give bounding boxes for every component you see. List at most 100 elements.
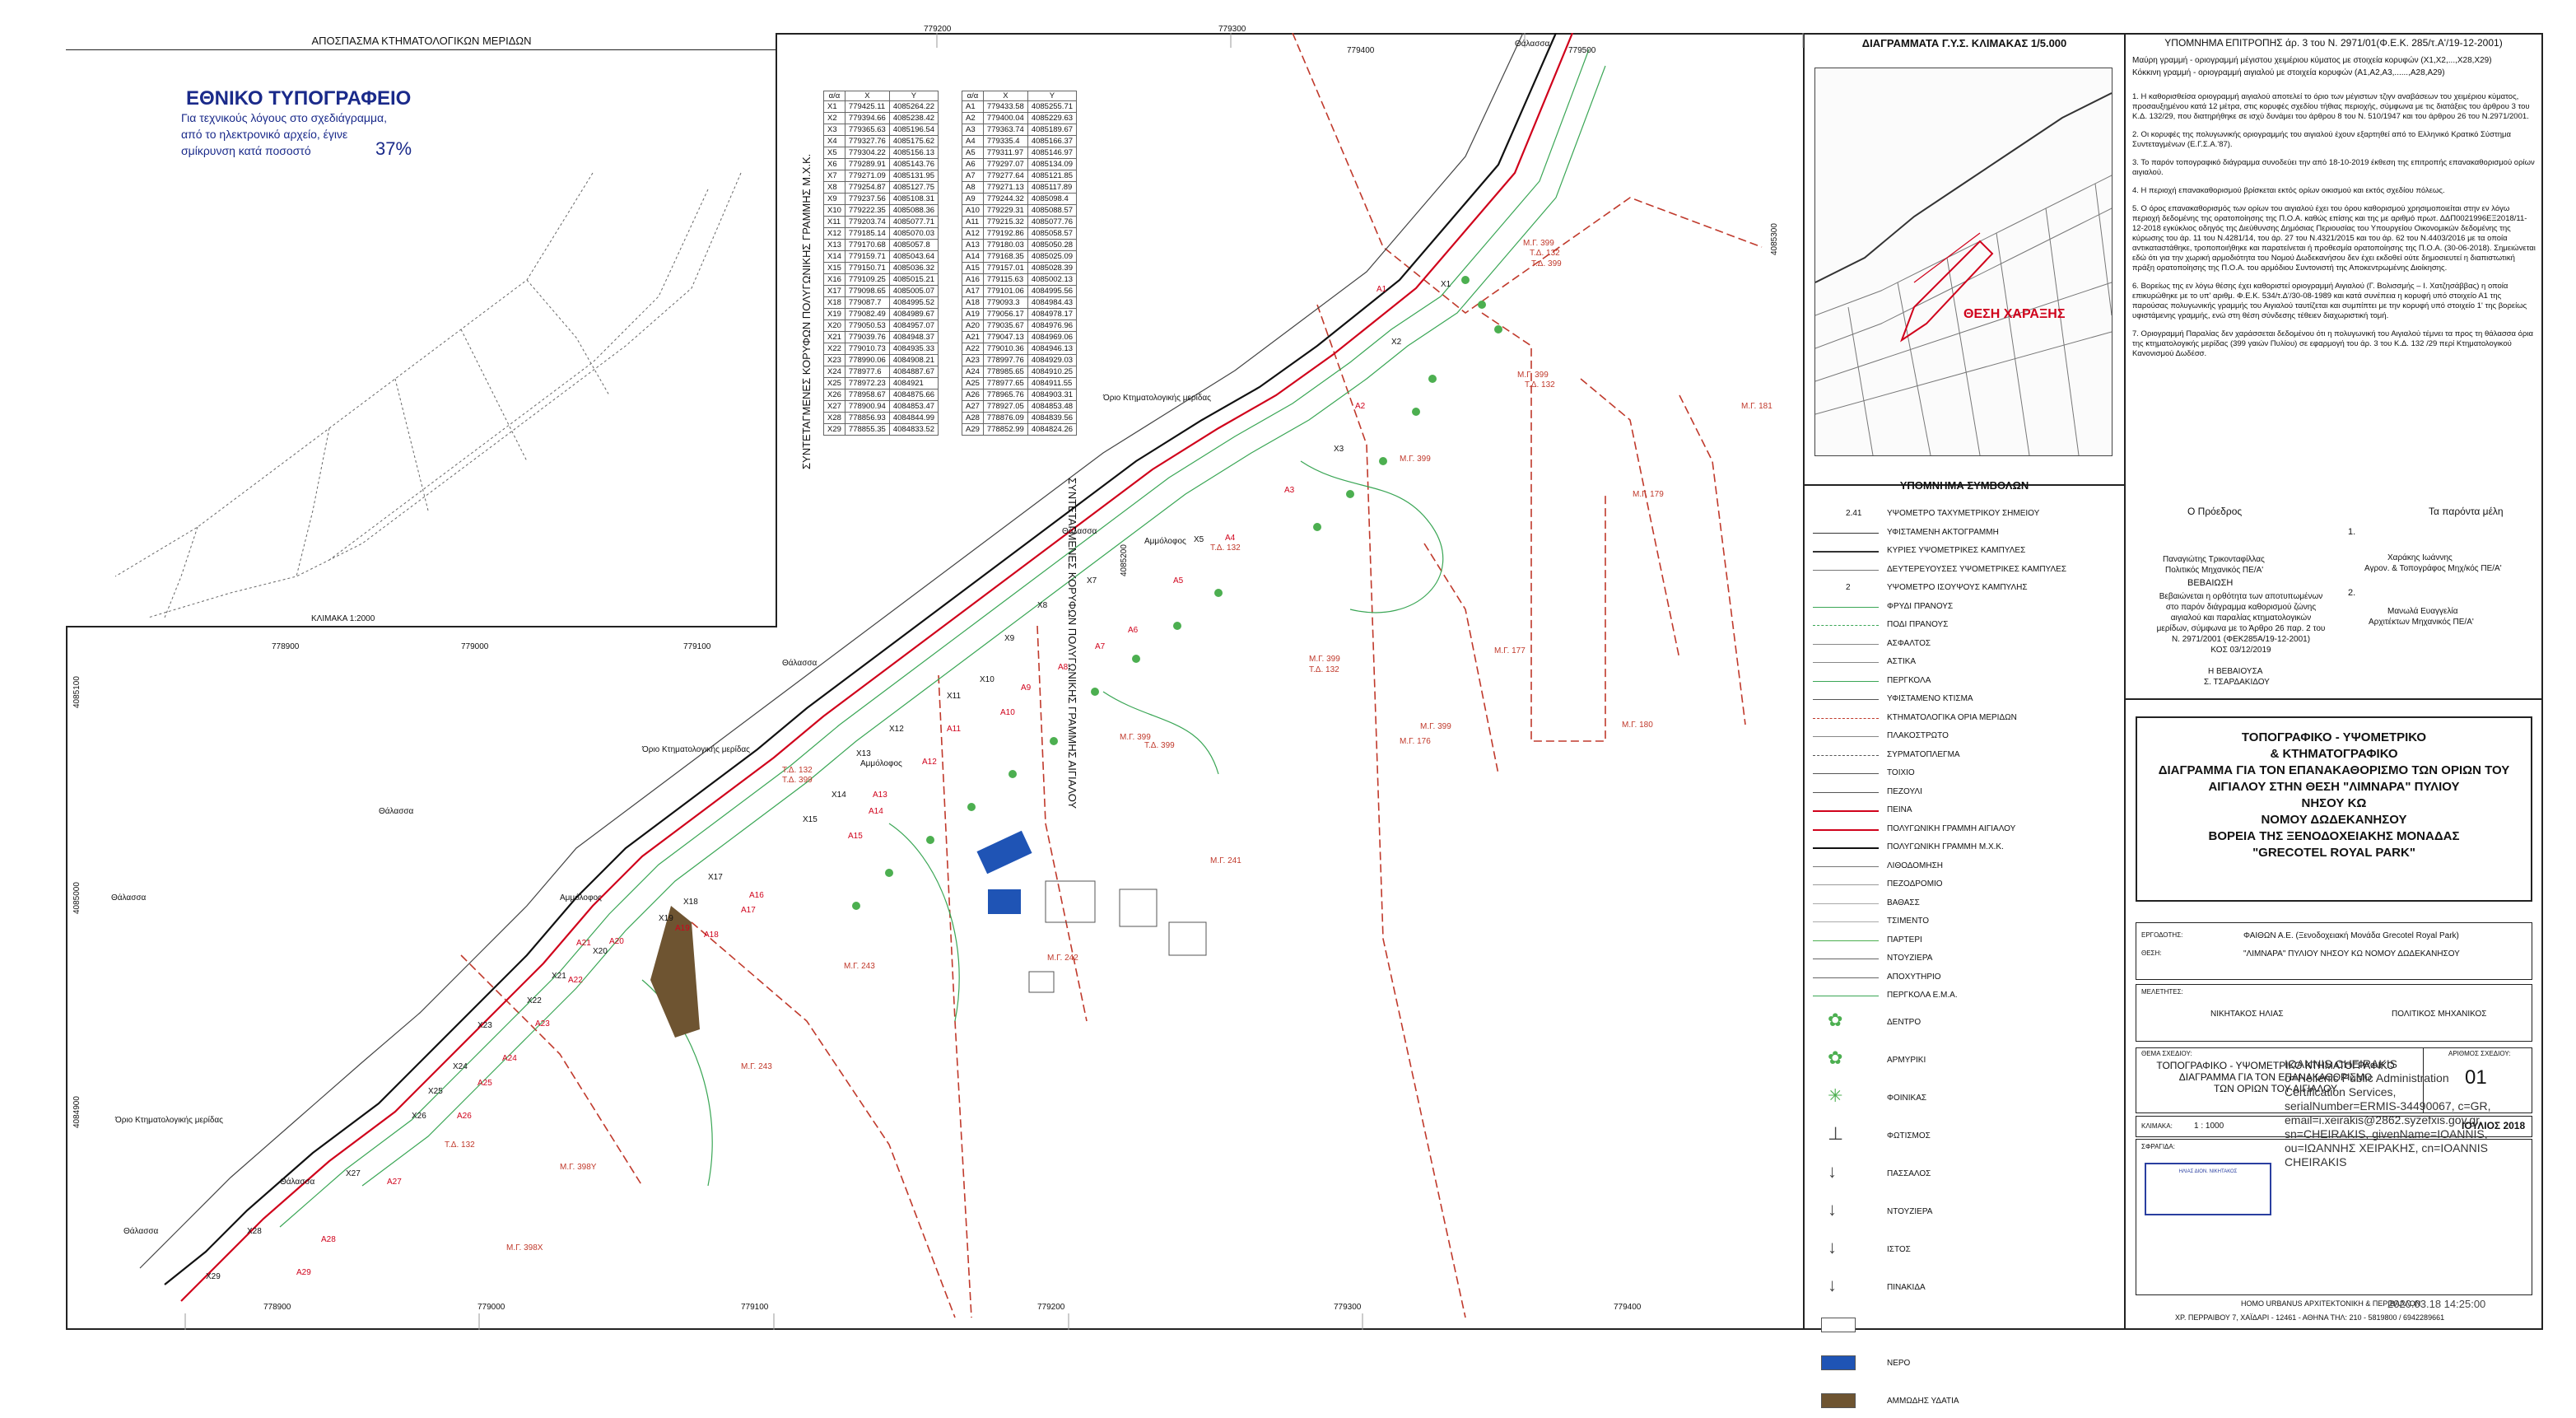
table-cell: 779254.87 <box>844 181 890 194</box>
ammolofos-label: Αμμόλοφος <box>860 759 902 768</box>
table-cell: 4084984.43 <box>1027 296 1078 309</box>
parcel-label: Μ.Γ. 177 <box>1494 646 1526 655</box>
legend-item: ΑΠΟΧΥΤΗΡΙΟ <box>1805 969 2019 987</box>
table-cell: 4085108.31 <box>888 193 939 205</box>
mxk-vertex-label: X21 <box>552 972 566 981</box>
table-cell: 4085175.62 <box>888 135 939 147</box>
table-header-cell: α/α <box>962 91 984 101</box>
legend-label: ΦΟΙΝΙΚΑΣ <box>1887 1093 1927 1103</box>
table-cell: X8 <box>823 181 845 194</box>
committee-note: 1. Η καθορισθείσα οριογραμμή αιγιαλού απ… <box>2132 92 2530 121</box>
table-cell: 779215.32 <box>982 216 1028 228</box>
table-cell: 779203.74 <box>844 216 890 228</box>
legend-label: ΛΙΘΟΔΟΜΗΣΗ <box>1887 861 1944 870</box>
aigialos-vertex-label: A26 <box>457 1112 472 1121</box>
mxk-vertex-label: X5 <box>1194 535 1204 544</box>
signature-box: ΣΦΡΑΓΙΔΑ: ΗΛΙΑΣ ΔΙΟΝ. ΝΙΚΗΤΑΚΟΣ IOANNIS … <box>2136 1057 2532 1295</box>
legend-item: ✿ΑΡΜΥΡΙΚΙ <box>1805 1044 2019 1077</box>
aigialos-vertex-label: A25 <box>477 1079 492 1088</box>
legend-label: ΔΕΝΤΡΟ <box>1887 1017 1922 1027</box>
parcel-label: Μ.Γ. 242 <box>1047 954 1078 963</box>
table-cell: X7 <box>823 170 845 182</box>
legend-item: ↓ΠΑΣΣΑΛΟΣ <box>1805 1158 2019 1191</box>
signature-line: o=Hellenic Public Administration <box>2285 1071 2449 1084</box>
legend-symbol <box>1813 865 1879 867</box>
table-cell: 4085131.95 <box>888 170 939 182</box>
table-cell: A11 <box>962 216 984 228</box>
table-cell: A22 <box>962 343 984 355</box>
table-cell: 4084833.52 <box>888 423 939 436</box>
legend-item: ↓ΙΣΤΟΣ <box>1805 1234 2019 1266</box>
legend-item: ΑΣΦΑΛΤΟΣ <box>1805 636 2019 654</box>
table-cell: 779237.56 <box>844 193 890 205</box>
legend-symbol <box>1813 736 1879 737</box>
designer-box: ΜΕΛΕΤΗΤΕΣ: ΝΙΚΗΤΑΚΟΣ ΗΛΙΑΣ ΠΟΛΙΤΙΚΟΣ ΜΗΧ… <box>2136 984 2532 1042</box>
table-cell: 4084844.99 <box>888 412 939 424</box>
parcel-label: Μ.Γ. 399 <box>1309 655 1340 664</box>
table-cell: 4084946.13 <box>1027 343 1078 355</box>
legend-label: ΤΟΙΧΙΟ <box>1887 768 1915 777</box>
legend-item: ⊥ΦΩΤΙΣΜΟΣ <box>1805 1120 2019 1153</box>
aigialos-vertex-label: A27 <box>387 1178 402 1187</box>
table-cell: A16 <box>962 273 984 286</box>
company-footer: HOMO URBANUS ΑΡΧΙΤΕΚΤΟΝΙΚΗ & ΠΕΡΙΒΑΛΛΟΝ <box>2241 1299 2421 1308</box>
table-cell: 779229.31 <box>982 204 1028 217</box>
company-address: ΧΡ. ΠΕΡΡΑΙΒΟΥ 7, ΧΑΪΔΑΡΙ - 12461 - ΑΘΗΝΑ… <box>2175 1313 2445 1322</box>
table-cell: A18 <box>962 296 984 309</box>
grid-label: 778900 <box>263 1303 291 1312</box>
table-cell: X25 <box>823 377 845 389</box>
post-icon: ↓ <box>1828 1198 1837 1220</box>
table-cell: A4 <box>962 135 984 147</box>
table-cell: 778990.06 <box>844 354 890 366</box>
table-cell: X6 <box>823 158 845 170</box>
mxk-vertex-label: X2 <box>1391 338 1402 347</box>
table-cell: X24 <box>823 366 845 378</box>
legend-item: ΣΥΡΜΑΤΟΠΛΕΓΜΑ <box>1805 747 2019 765</box>
legend-symbol <box>1813 810 1879 812</box>
aigialos-vertex-label: A20 <box>609 937 624 946</box>
grid-label: 779100 <box>741 1303 769 1312</box>
legend-item: ΤΣΙΜΕΝΤΟ <box>1805 913 2019 931</box>
certification-line: μερίδων, σύμφωνα με το Άρθρο 26 παρ. 2 τ… <box>2156 624 2326 633</box>
table-cell: X14 <box>823 250 845 263</box>
legend-label: ΦΩΤΙΣΜΟΣ <box>1887 1131 1931 1140</box>
table-cell: A3 <box>962 124 984 136</box>
table-cell: X18 <box>823 296 845 309</box>
drawing-number-box: ΑΡΙΘΜΟΣ ΣΧΕΔΙΟΥ: 01 <box>2423 1048 2532 1112</box>
aigialos-vertex-label: A19 <box>675 924 690 933</box>
grid-label: 778900 <box>272 642 300 651</box>
table-cell: 779159.71 <box>844 250 890 263</box>
employer-label: ΕΡΓΟΔΟΤΗΣ: <box>2141 931 2183 939</box>
table-cell: X23 <box>823 354 845 366</box>
table-cell: A12 <box>962 227 984 240</box>
table-cell: 4084911.55 <box>1027 377 1078 389</box>
aigialos-legend-line: Κόκκινη γραμμή - οριογραμμή αιγιαλού με … <box>2132 68 2445 77</box>
committee-title: ΥΠΟΜΝΗΜΑ ΕΠΙΤΡΟΠΗΣ άρ. 3 του Ν. 2971/01(… <box>2164 37 2503 49</box>
table-cell: 779192.86 <box>982 227 1028 240</box>
mxk-vertex-label: X22 <box>527 996 542 1005</box>
table-cell: X16 <box>823 273 845 286</box>
table-cell: 779087.7 <box>844 296 890 309</box>
table-cell: 4085255.71 <box>1027 100 1078 113</box>
parcel-label: Μ.Γ. 181 <box>1741 402 1772 411</box>
legend-label: ΑΣΦΑΛΤΟΣ <box>1887 638 1931 648</box>
signature-line: email=i.xeirakis@2862.syzefxis.gov.gr, <box>2285 1113 2482 1126</box>
table-cell: X4 <box>823 135 845 147</box>
table-cell: 779311.97 <box>982 147 1028 159</box>
table-cell: X21 <box>823 331 845 343</box>
